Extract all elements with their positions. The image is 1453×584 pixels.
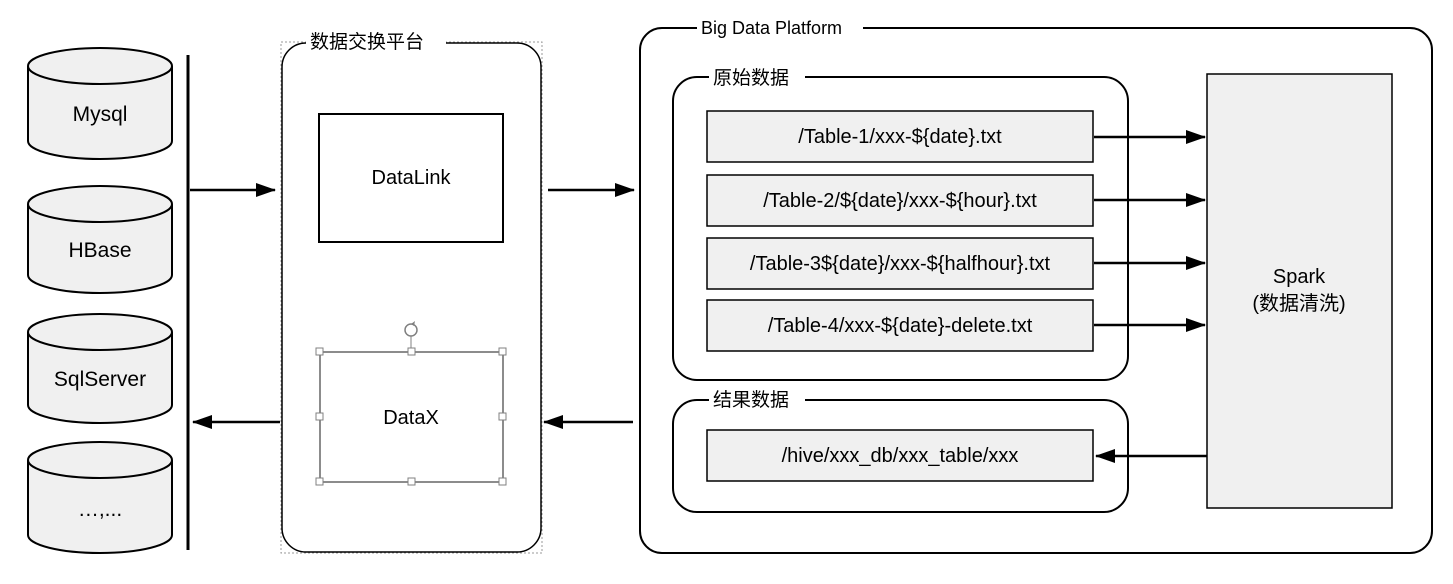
source-label: SqlServer bbox=[54, 368, 146, 391]
source-database-mysql: Mysql bbox=[27, 47, 173, 160]
spark-subtitle: (数据清洗) bbox=[1252, 292, 1345, 315]
result-data-title-backdrop bbox=[709, 386, 805, 412]
result-table-path: /hive/xxx_db/xxx_table/xxx bbox=[782, 445, 1019, 467]
exchange-title-backdrop bbox=[306, 28, 446, 54]
raw-table-box bbox=[706, 237, 1094, 290]
result-data-title: 结果数据 bbox=[713, 389, 789, 411]
datax-label: DataX bbox=[383, 407, 439, 429]
raw-table-box bbox=[706, 174, 1094, 227]
source-label: HBase bbox=[68, 239, 131, 262]
source-database-more: …,... bbox=[27, 441, 173, 554]
big-data-platform: Big Data Platform 原始数据 /Table-1/xxx-${da… bbox=[639, 15, 1433, 554]
raw-data-title: 原始数据 bbox=[713, 67, 789, 89]
datax-selection-handles[interactable] bbox=[315, 347, 507, 486]
datalink-box bbox=[318, 113, 504, 243]
exchange-title: 数据交换平台 bbox=[310, 31, 424, 53]
source-label: …,... bbox=[78, 498, 122, 521]
spark-engine: Spark (数据清洗) bbox=[1206, 73, 1393, 509]
raw-data-title-backdrop bbox=[709, 63, 805, 89]
raw-table-path: /Table-3${date}/xxx-${halfhour}.txt bbox=[750, 253, 1051, 275]
exchange-platform: 数据交换平台 DataLink DataX bbox=[280, 28, 543, 554]
platform-title: Big Data Platform bbox=[701, 18, 842, 38]
raw-table-path: /Table-1/xxx-${date}.txt bbox=[798, 126, 1002, 148]
result-table-box bbox=[706, 429, 1094, 482]
source-database-hbase: HBase bbox=[27, 185, 173, 294]
source-label: Mysql bbox=[73, 103, 128, 126]
result-data-group: 结果数据 /hive/xxx_db/xxx_table/xxx bbox=[672, 386, 1129, 513]
datalink-label: DataLink bbox=[372, 167, 452, 189]
raw-table-box bbox=[706, 299, 1094, 352]
exchange-selection-outline bbox=[280, 41, 543, 554]
platform-title-backdrop bbox=[697, 15, 863, 39]
rotate-handle-icon[interactable] bbox=[404, 321, 418, 337]
raw-table-path: /Table-2/${date}/xxx-${hour}.txt bbox=[763, 190, 1037, 212]
raw-table-box bbox=[706, 110, 1094, 163]
spark-box bbox=[1206, 73, 1393, 509]
raw-table-path: /Table-4/xxx-${date}-delete.txt bbox=[768, 315, 1033, 337]
spark-title: Spark bbox=[1273, 266, 1326, 288]
source-database-sqlserver: SqlServer bbox=[27, 313, 173, 424]
raw-data-group: 原始数据 /Table-1/xxx-${date}.txt /Table-2/$… bbox=[672, 63, 1129, 381]
